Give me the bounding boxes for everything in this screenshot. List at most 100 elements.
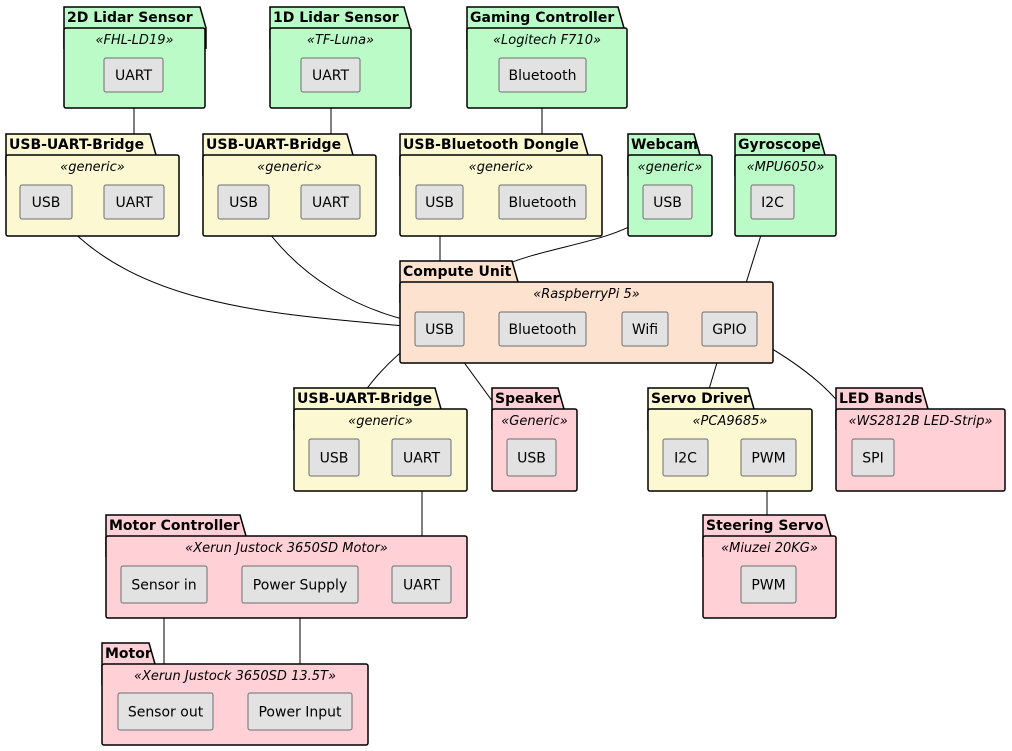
port-wifi: Wifi: [621, 311, 669, 347]
port-box: [506, 438, 557, 477]
port-label: USB: [653, 195, 682, 211]
port-box: [851, 438, 895, 477]
port-box: [241, 565, 359, 604]
port-box: [103, 57, 164, 93]
port-uart: UART: [103, 184, 165, 220]
package-name: Gyroscope: [738, 137, 821, 153]
port-label: USB: [32, 195, 61, 211]
port-box: [414, 311, 465, 347]
port-usb: USB: [19, 184, 73, 220]
package-speaker: Speaker «Generic» USB: [491, 387, 578, 492]
port-box: [391, 438, 452, 477]
package-stereotype: «Logitech F710»: [493, 33, 601, 48]
package-gyro: Gyroscope «MPU6050» I2C: [734, 133, 837, 237]
port-spi: SPI: [851, 438, 895, 477]
port-label: USB: [425, 195, 454, 211]
port-label: USB: [320, 451, 349, 467]
port-box: [103, 184, 165, 220]
port-usb: USB: [415, 184, 464, 220]
port-powerin: Power Input: [247, 692, 353, 731]
port-box: [300, 184, 361, 220]
port-label: Sensor out: [128, 705, 204, 721]
port-box: [740, 438, 797, 477]
package-stereotype: «FHL-LD19»: [95, 33, 173, 48]
port-label: I2C: [761, 195, 784, 211]
port-label: UART: [115, 68, 153, 84]
port-box: [247, 692, 353, 731]
port-label: Bluetooth: [509, 322, 577, 338]
port-usb: USB: [217, 184, 270, 220]
port-label: Power Input: [258, 705, 342, 721]
package-stereotype: «Generic»: [501, 414, 567, 429]
package-name: USB-Bluetooth Dongle: [403, 137, 579, 153]
package-dongle: USB-Bluetooth Dongle «generic» USB Bluetoot…: [399, 133, 603, 237]
port-usb: USB: [506, 438, 557, 477]
package-name: 1D Lidar Sensor: [273, 10, 399, 26]
package-lidar1d: 1D Lidar Sensor«TF-Luna»UART: [269, 6, 412, 109]
port-label: GPIO: [712, 322, 746, 338]
port-label: USB: [229, 195, 258, 211]
port-label: UART: [403, 578, 441, 594]
package-led: LED Bands«WS2812B LED-Strip»SPI: [835, 387, 1006, 492]
port-label: Sensor in: [131, 578, 196, 594]
port-label: UART: [312, 195, 350, 211]
package-stereotype: «Miuzei 20KG»: [721, 541, 818, 556]
port-i2c: I2C: [662, 438, 709, 477]
package-stereotype: «MPU6050»: [747, 160, 825, 175]
port-sensorin: Sensor in: [120, 565, 208, 604]
port-box: [701, 311, 758, 347]
port-uart: UART: [103, 57, 164, 93]
package-stereotype: «WS2812B LED-Strip»: [848, 414, 992, 429]
port-label: I2C: [674, 451, 697, 467]
port-bt: Bluetooth: [498, 57, 587, 93]
package-gamepad: Gaming Controller «Logitech F710» Bluetoot…: [466, 6, 628, 109]
port-label: UART: [403, 451, 441, 467]
package-name: USB-UART-Bridge: [9, 137, 144, 153]
package-bridge3: USB-UART-Bridge «generic» USB UART: [293, 387, 468, 492]
package-servo: Steering Servo «Miuzei 20KG» PWM: [702, 514, 837, 619]
package-stereotype: «generic»: [348, 414, 413, 429]
port-box: [740, 565, 797, 604]
port-box: [621, 311, 669, 347]
package-name: 2D Lidar Sensor: [67, 10, 193, 26]
port-box: [19, 184, 73, 220]
package-name: Motor: [105, 646, 152, 662]
port-box: [120, 565, 208, 604]
package-stereotype: «generic»: [60, 160, 125, 175]
port-label: Wifi: [632, 322, 658, 338]
port-label: UART: [115, 195, 153, 211]
port-box: [217, 184, 270, 220]
package-motorctl: Motor Controller «Xerun Justock 3650SD Mo…: [105, 514, 468, 619]
package-stereotype: «generic»: [638, 160, 703, 175]
port-bt: Bluetooth: [498, 184, 587, 220]
package-name: Gaming Controller: [470, 10, 614, 26]
port-sensorout: Sensor out: [117, 692, 214, 731]
port-label: PWM: [751, 578, 785, 594]
port-label: USB: [425, 322, 454, 338]
package-stereotype: «Xerun Justock 3650SD Motor»: [185, 541, 388, 556]
package-stereotype: «Xerun Justock 3650SD 13.5T»: [134, 669, 336, 684]
package-name: Compute Unit: [403, 264, 512, 280]
port-label: SPI: [862, 451, 883, 467]
port-usb: USB: [308, 438, 360, 477]
package-stereotype: «generic»: [469, 160, 534, 175]
port-uart: UART: [300, 184, 361, 220]
port-box: [498, 57, 587, 93]
port-box: [750, 184, 795, 220]
package-name: Motor Controller: [109, 518, 240, 534]
package-stereotype: «RaspberryPi 5»: [533, 287, 640, 302]
port-box: [415, 184, 464, 220]
package-name: Speaker: [495, 391, 559, 407]
port-pwm: PWM: [740, 438, 797, 477]
package-name: Webcam: [631, 137, 698, 153]
packages: 2D Lidar Sensor «FHL-LD19» UART 1D Lidar Se…: [5, 6, 1006, 746]
port-bt: Bluetooth: [498, 311, 587, 347]
package-bridge1: USB-UART-Bridge «generic» USB UART: [5, 133, 180, 237]
package-lidar2d: 2D Lidar Sensor «FHL-LD19» UART: [63, 6, 207, 109]
package-name: USB-UART-Bridge: [297, 391, 432, 407]
package-name: Steering Servo: [706, 518, 824, 534]
port-label: Bluetooth: [509, 68, 577, 84]
port-power: Power Supply: [241, 565, 359, 604]
